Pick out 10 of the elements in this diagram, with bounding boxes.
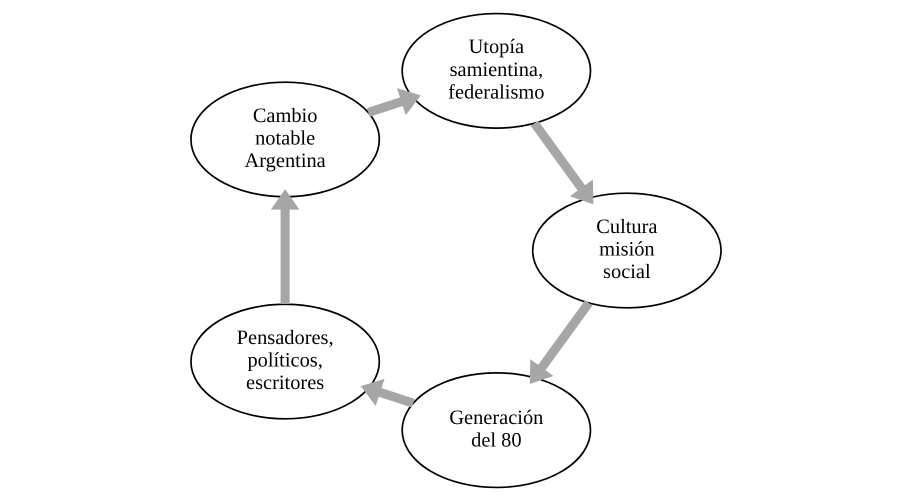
- node-ellipse: Cultura misión social: [531, 192, 722, 308]
- node-ellipse: Utopía samientina, federalismo: [400, 12, 591, 128]
- arrow: [366, 88, 420, 116]
- node-ellipse: Pensadores, políticos, escritores: [190, 302, 380, 420]
- arrow: [270, 188, 299, 304]
- arrow: [530, 120, 593, 204]
- arrow: [360, 378, 414, 407]
- node-ellipse: Cambio notable Argentina: [190, 80, 380, 198]
- node-ellipse: Generación del 80: [400, 372, 591, 488]
- arrow: [529, 300, 592, 384]
